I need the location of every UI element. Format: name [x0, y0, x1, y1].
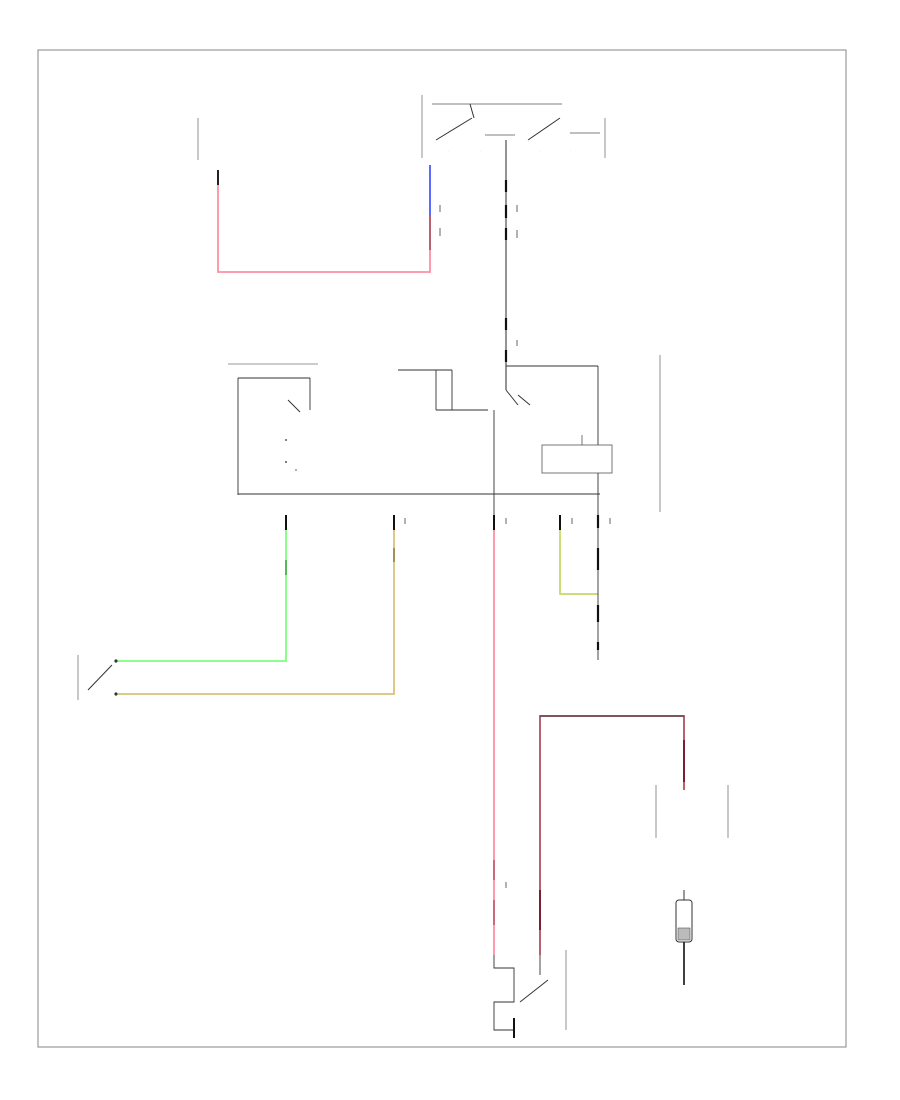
clutch-node-1: [114, 659, 118, 663]
green-wire: [118, 530, 287, 662]
ignition-switch: · · · ·: [421, 95, 606, 158]
clutch-node-2: [114, 692, 118, 696]
tan-wire: [118, 530, 395, 695]
fuse-top-group: [197, 118, 219, 185]
starter-relay-arm: [505, 389, 519, 406]
ign-contact-2: [469, 103, 475, 119]
starter-motor: [493, 950, 567, 1038]
relay-dot-3: [295, 469, 297, 471]
relay-contact: [287, 399, 301, 413]
ign-pos-2: ·: [480, 149, 481, 153]
relay-dot-2: [285, 461, 287, 463]
yellowgreen-wire: [559, 530, 598, 595]
ign-contact-3: [527, 117, 561, 141]
clutch-switch: [77, 655, 118, 700]
relay-dot-1: [285, 439, 287, 441]
battery-cable: [539, 715, 685, 955]
starter-body: [493, 955, 515, 1031]
diagram-frame: [37, 49, 847, 1048]
battery: [675, 890, 693, 985]
relay-switch: [237, 377, 311, 495]
ecm-fuse-box: [541, 444, 613, 474]
ign-contact-1: [435, 117, 473, 141]
battery-cell: [677, 927, 691, 941]
battery-terminal: [655, 785, 729, 838]
starter-relay: [398, 365, 599, 445]
ign-pos-3: ·: [540, 149, 541, 153]
starter-relay-arm-2: [517, 394, 531, 406]
ecm-block: [541, 355, 661, 512]
ign-pos-1: ·: [448, 149, 449, 153]
pink-wire-top: [217, 185, 431, 273]
clutch-contact: [87, 664, 113, 691]
starter-contact: [519, 979, 549, 1003]
ign-pos-4: ·: [570, 149, 571, 153]
